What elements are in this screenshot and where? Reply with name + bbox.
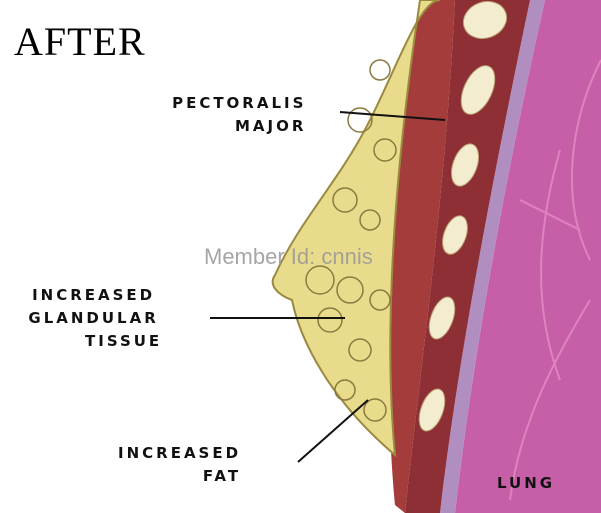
pleura-lining (440, 0, 545, 513)
glandular-lobules (305, 59, 397, 422)
lung-vessels (509, 59, 601, 501)
label-increased-fat: INCREASED FAT (118, 442, 241, 488)
label-line: INCREASED (32, 286, 156, 304)
chest-wall (405, 0, 530, 513)
label-lung: LUNG (497, 474, 556, 492)
title: AFTER (14, 19, 146, 64)
label-line: INCREASED (118, 444, 242, 462)
label-line: FAT (202, 467, 242, 485)
lung (455, 0, 601, 513)
label-line: PECTORALIS (172, 94, 307, 112)
ribs (418, 0, 508, 432)
label-glandular-tissue: INCREASED GLANDULAR TISSUE (25, 284, 162, 353)
label-line: TISSUE (85, 332, 163, 350)
label-line: MAJOR (235, 117, 307, 135)
watermark: Member Id: cnnis (204, 244, 373, 269)
label-pectoralis-major: PECTORALIS MAJOR (155, 92, 306, 138)
pectoralis-muscle (389, 0, 455, 513)
label-line: GLANDULAR (28, 309, 159, 327)
leader-lines (210, 111, 446, 463)
